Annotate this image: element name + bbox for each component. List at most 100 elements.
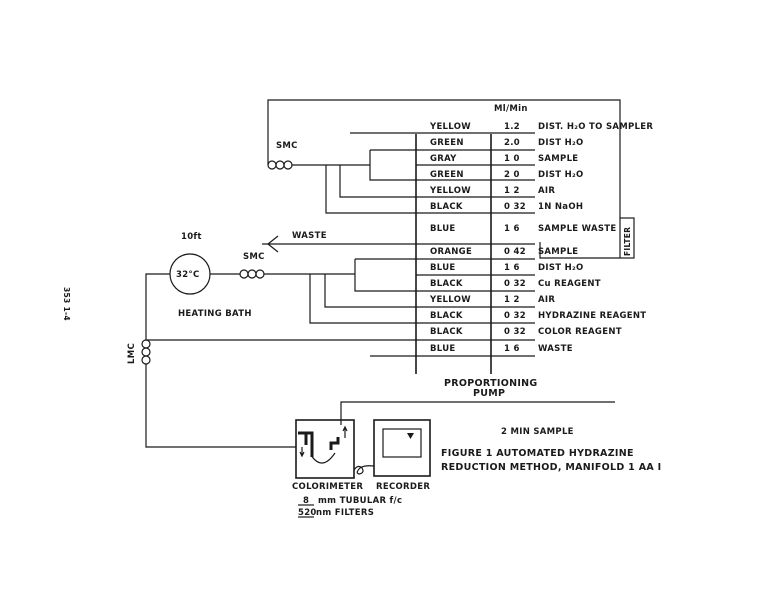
pump-label-line2: PUMP <box>473 388 505 399</box>
colorimeter-label: COLORIMETER <box>292 482 363 492</box>
flow-rate: 0 32 <box>504 202 526 212</box>
smc-mid-coil <box>239 269 265 279</box>
pump-row: BLACK 0 32 Cu REAGENT <box>430 279 601 289</box>
recorder-label: RECORDER <box>376 482 430 492</box>
tube-color: BLACK <box>430 327 463 337</box>
pump-row: GRAY 1 0 SAMPLE <box>430 154 578 164</box>
tube-color: BLACK <box>430 202 463 212</box>
pump-row: BLACK 0 32 COLOR REAGENT <box>430 327 622 337</box>
recorder-box <box>373 419 431 477</box>
flow-rate: 0 32 <box>504 279 526 289</box>
conn-air-2 <box>324 274 416 308</box>
bath-temp: 32°C <box>176 270 200 280</box>
waste-label: WASTE <box>292 231 327 241</box>
pump-row: YELLOW 1.2 DIST. H₂O TO SAMPLER <box>429 122 653 132</box>
line-description: DIST H₂O <box>538 170 584 180</box>
nm-label: nm FILTERS <box>316 508 374 518</box>
figure-caption-line2: REDUCTION METHOD, MANIFOLD 1 AA I <box>441 462 661 473</box>
smc-mid-label: SMC <box>243 252 265 262</box>
pump-row: BLUE 1 6 WASTE <box>430 344 573 354</box>
line-description: AIR <box>538 295 555 305</box>
line-description: HYDRAZINE REAGENT <box>538 311 646 321</box>
pump-row: BLACK 0 32 HYDRAZINE REAGENT <box>430 311 646 321</box>
line-description: SAMPLE <box>538 247 578 257</box>
flow-rate: 1.2 <box>504 122 520 132</box>
tube-color: BLUE <box>430 263 456 273</box>
pump-row: GREEN 2 0 DIST H₂O <box>430 170 584 180</box>
line-description: Cu REAGENT <box>538 279 601 289</box>
tube-color: YELLOW <box>429 122 471 132</box>
lmc-label: LMC <box>127 343 137 364</box>
pump-label-line1: PROPORTIONING <box>444 378 538 389</box>
line-description: COLOR REAGENT <box>538 327 622 337</box>
flow-rate: 0 32 <box>504 311 526 321</box>
pump-row: BLACK 0 32 1N NaOH <box>430 202 583 212</box>
tube-color: BLACK <box>430 279 463 289</box>
lmc-to-colorimeter <box>145 364 296 448</box>
flow-rate: 0 32 <box>504 327 526 337</box>
line-description: SAMPLE <box>538 154 578 164</box>
tube-color: BLACK <box>430 311 463 321</box>
top-return-line <box>267 99 621 218</box>
waste-arrow-icon <box>267 235 279 253</box>
heating-bath-label: HEATING BATH <box>178 309 252 319</box>
tube-color: BLUE <box>430 224 456 234</box>
colorimeter-box <box>295 419 355 479</box>
up-arrow-icon <box>342 425 348 438</box>
filter-to-sample <box>539 242 620 259</box>
tube-color: YELLOW <box>429 295 471 305</box>
tube-color: YELLOW <box>429 186 471 196</box>
flow-rate: 2.0 <box>504 138 520 148</box>
flow-rate: 2 0 <box>504 170 520 180</box>
recorder-screen <box>382 428 422 458</box>
lmc-coil <box>141 339 151 365</box>
coil-length: 10ft <box>181 232 202 242</box>
tube-color: BLUE <box>430 344 456 354</box>
signal-cable-icon <box>353 465 375 475</box>
figure-caption-line1: FIGURE 1 AUTOMATED HYDRAZINE <box>441 448 634 459</box>
recorder-pen-icon <box>407 433 414 439</box>
conn-naoh <box>325 165 416 214</box>
line-description: DIST H₂O <box>538 138 584 148</box>
flow-rate: 1 6 <box>504 344 520 354</box>
down-arrow-icon <box>299 447 305 458</box>
tube-color: GREEN <box>430 170 464 180</box>
smc-top-coil <box>267 160 293 170</box>
tube-color: GRAY <box>430 154 457 164</box>
flow-rate: 0 42 <box>504 247 526 257</box>
flow-rate: 1 2 <box>504 186 520 196</box>
filter-label: FILTER <box>623 227 632 256</box>
flowcell-icon <box>298 431 314 457</box>
flow-rate: 1 2 <box>504 295 520 305</box>
smc-top-label: SMC <box>276 141 298 151</box>
conn-cu <box>354 259 416 292</box>
filter-box <box>619 217 635 259</box>
pump-row: YELLOW 1 2 AIR <box>429 186 555 196</box>
tubular-label: mm TUBULAR f/c <box>318 496 402 506</box>
line-description: DIST. H₂O TO SAMPLER <box>538 122 653 132</box>
flow-rate: 1 0 <box>504 154 520 164</box>
nm-value: 520 <box>298 508 317 518</box>
colorimeter-outlet-line <box>340 401 615 425</box>
line-description: 1N NaOH <box>538 202 583 212</box>
line-description: SAMPLE WASTE <box>538 224 616 234</box>
line-description: WASTE <box>538 344 573 354</box>
sample-time: 2 MIN SAMPLE <box>501 427 574 437</box>
tubular-value: 8 <box>303 496 309 506</box>
pump-row-lines <box>416 132 535 357</box>
units-header: Ml/Min <box>494 104 528 114</box>
conn-dist-water-2 <box>369 150 416 181</box>
pump-row: ORANGE 0 42 SAMPLE <box>430 247 578 257</box>
line-description: DIST H₂O <box>538 263 584 273</box>
tube-color: ORANGE <box>430 247 472 257</box>
conn-hydrazine <box>309 274 416 324</box>
line-description: AIR <box>538 186 555 196</box>
pump-row: YELLOW 1 2 AIR <box>429 295 555 305</box>
bath-left-line <box>145 273 170 340</box>
page-id: 353 1-4 <box>62 287 71 321</box>
